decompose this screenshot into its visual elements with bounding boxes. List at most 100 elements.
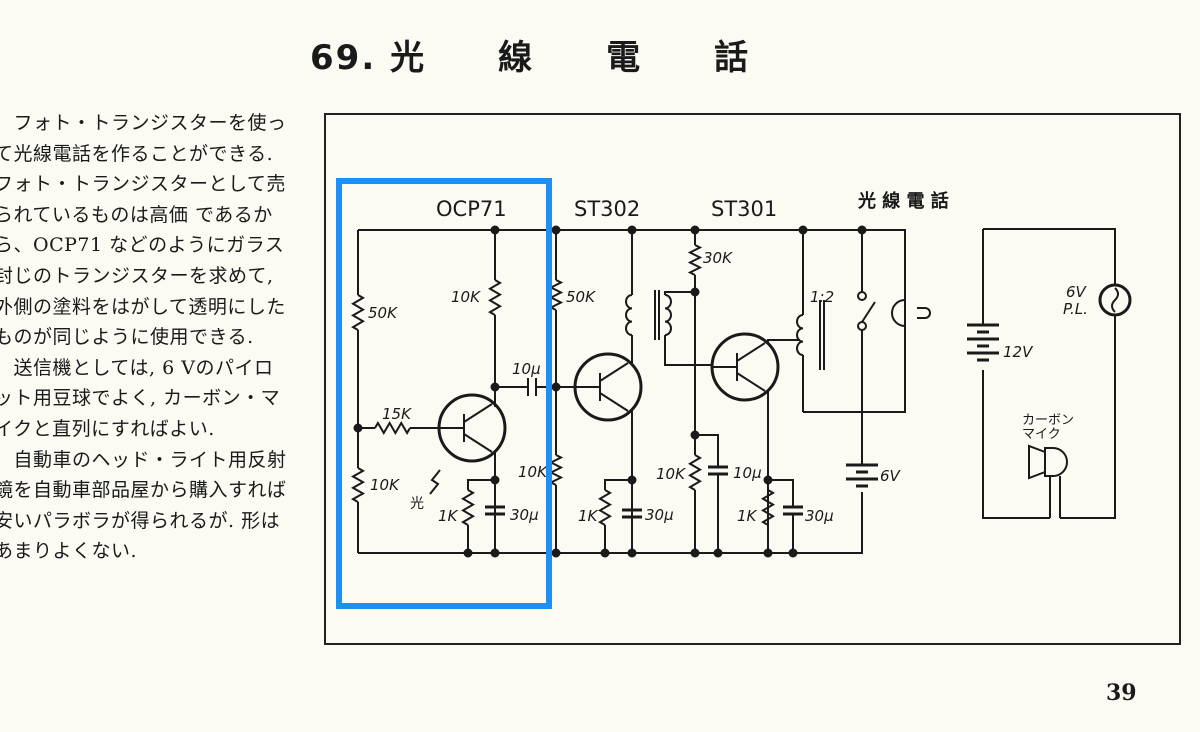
page-number: 39 (1106, 680, 1137, 706)
resistor-symbol (461, 489, 475, 526)
transistor-label-ocp71: OCP71 (436, 197, 507, 221)
body-line: 自動車のヘッド・ライト用反射 (0, 448, 287, 471)
body-line: 安いパラボラが得られるが. 形は (0, 509, 281, 532)
body-line: られているものは高価 であるか (0, 203, 273, 226)
body-line: 鏡を自動車部品屋から購入すれば (0, 479, 287, 502)
label-30u-3: 30μ (805, 507, 834, 525)
wire (982, 228, 1116, 519)
body-line: フォト・トランジスターを使っ (0, 112, 287, 134)
junction-dot (627, 475, 637, 485)
transformer-core (654, 290, 660, 340)
body-line: 封じのトランジスターを求めて, (0, 264, 274, 287)
resistor-symbol (548, 454, 564, 486)
label-50k-2: 50K (566, 288, 596, 306)
battery-symbol (846, 463, 878, 488)
body-line: フォト・トランジスターとして売 (0, 173, 286, 196)
transformer-core (819, 300, 825, 370)
label-lamp-6v: 6V (1066, 283, 1088, 301)
body-line: ら、OCP71 などのようにガラス (0, 234, 285, 257)
highlight-box (336, 178, 552, 609)
body-line: ット用豆球でよく, カーボン・マ (0, 387, 281, 410)
light-arrow (429, 469, 441, 495)
junction-dot (788, 548, 798, 558)
body-line: 外側の塗料をはがして透明にした (0, 295, 286, 318)
resistor-symbol (351, 294, 365, 331)
capacitor-symbol (485, 505, 505, 516)
lamp-filament (1111, 287, 1119, 313)
junction-dot (763, 475, 773, 485)
junction-dot (463, 548, 473, 558)
label-mic: マイク (1022, 427, 1061, 442)
capacitor-symbol (783, 505, 803, 516)
transistor-label-st302: ST302 (574, 197, 640, 221)
label-carbon: カーボン (1022, 413, 1074, 428)
switch-lever (861, 301, 876, 323)
diagram-frame (324, 113, 1181, 645)
wire (467, 479, 496, 553)
wire (664, 291, 712, 366)
label-10u-3: 10μ (733, 464, 762, 482)
wire (860, 230, 863, 554)
label-light: 光 (410, 496, 424, 512)
coil-symbol (664, 293, 673, 337)
resistor-symbol (350, 467, 366, 503)
resistor-symbol (688, 454, 702, 491)
label-6v-battery: 6V (880, 467, 902, 485)
label-30u-2: 30μ (645, 506, 674, 524)
label-1k-2: 1K (578, 507, 599, 525)
wire (767, 339, 800, 553)
junction-dot (763, 548, 773, 558)
label-10k-collector: 10K (451, 288, 481, 306)
label-30k: 30K (703, 249, 733, 267)
label-30u-1: 30μ (510, 506, 539, 524)
label-10k-bias: 10K (370, 476, 400, 494)
resistor-symbol (598, 489, 612, 526)
capacitor-symbol (527, 378, 537, 396)
transistor-label-st301: ST301 (711, 197, 777, 221)
switch-contact (857, 321, 867, 331)
resistor-symbol (687, 244, 703, 276)
junction-dot (600, 548, 610, 558)
label-1k-3: 1K (737, 507, 758, 525)
body-line: 送信機としては, 6 Vのパイロ (0, 356, 274, 379)
label-15k: 15K (382, 405, 412, 423)
junction-dot (713, 548, 723, 558)
label-10u-coupling: 10μ (512, 360, 541, 378)
body-line: て光線電話を作ることができる. (0, 142, 274, 165)
junction-dot (490, 548, 500, 558)
label-lamp-pl: P.L. (1063, 300, 1088, 318)
label-10k-2: 10K (518, 463, 548, 481)
label-12v: 12V (1003, 343, 1034, 361)
capacitor-symbol (708, 465, 728, 476)
earphone-icon (891, 298, 931, 328)
label-50k: 50K (368, 304, 398, 322)
pilot-lamp-icon (1098, 283, 1132, 317)
wire (695, 434, 719, 553)
junction-dot (627, 548, 637, 558)
junction-dot (490, 225, 500, 235)
body-line: あまりよくない. (0, 540, 138, 563)
label-ratio: 1:2 (810, 288, 834, 306)
body-line: イクと直列にすればよい. (0, 417, 215, 440)
carbon-mic-icon (1028, 444, 1068, 518)
resistor-symbol (488, 279, 502, 316)
battery-symbol (967, 323, 999, 362)
capacitor-symbol (622, 508, 642, 519)
body-line: ものが同じように使用できる. (0, 326, 254, 349)
label-1k-1: 1K (438, 507, 459, 525)
transistor-leads (575, 362, 629, 412)
junction-dot (627, 225, 637, 235)
junction-dot (690, 287, 700, 297)
coil-symbol (795, 313, 804, 357)
transistor-leads (439, 403, 493, 453)
body-text: フォト・トランジスターを使って光線電話を作ることができる. フォト・トランジスター… (0, 108, 324, 567)
coil-symbol (624, 293, 633, 337)
label-10k-3: 10K (656, 465, 686, 483)
resistor-symbol (548, 279, 564, 311)
resistor-symbol (761, 489, 775, 526)
resistor-symbol (374, 421, 411, 435)
switch-contact (857, 291, 867, 301)
transistor-leads (712, 342, 766, 392)
